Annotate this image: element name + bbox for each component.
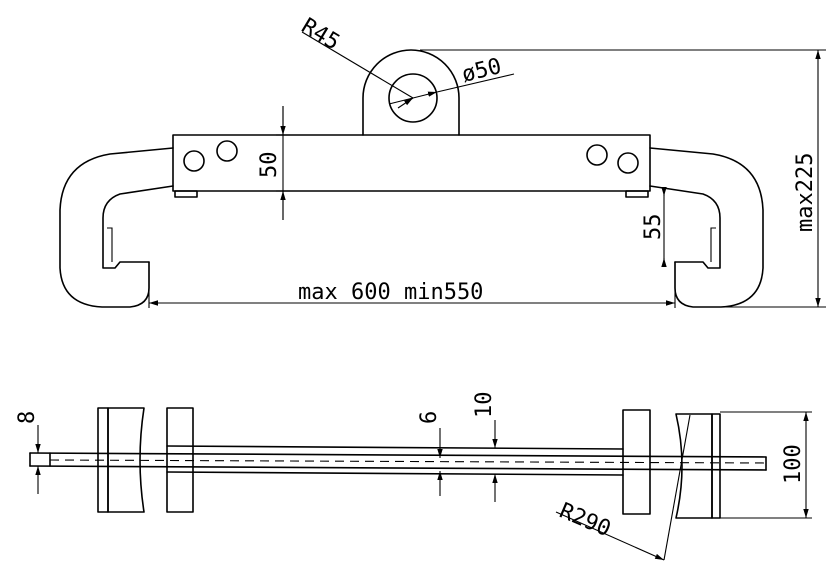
- dim-55: 55: [641, 187, 667, 267]
- side-view: 8 6 10 100 R290: [15, 392, 812, 561]
- bolt-hole: [216, 140, 238, 162]
- dim-10-label: 10: [472, 392, 497, 419]
- left-blocks: [97, 407, 194, 513]
- dim-8-label: 8: [15, 411, 40, 424]
- dim-50: 50: [257, 106, 290, 220]
- right-blocks: [622, 409, 721, 519]
- dim-100: 100: [720, 411, 812, 519]
- dim-max225: max225: [420, 49, 826, 308]
- dim-span: max 600 min550: [148, 262, 676, 308]
- dim-8: 8: [15, 411, 41, 494]
- top-view: R45 ø50 50 55 max225: [59, 14, 826, 308]
- main-beam: [172, 134, 651, 198]
- lifting-eye: [362, 49, 460, 136]
- dim-span-label: max 600 min550: [298, 280, 483, 305]
- dim-max225-label: max225: [793, 153, 818, 232]
- dim-r290-label: R290: [556, 499, 615, 543]
- dim-6-label: 6: [417, 411, 442, 424]
- left-hook: [59, 147, 174, 308]
- bar: [29, 452, 767, 471]
- dim-phi50-label: ø50: [459, 54, 504, 88]
- bolt-hole: [183, 150, 205, 172]
- bolt-hole: [586, 144, 608, 166]
- dim-phi50: ø50: [388, 54, 515, 105]
- eye-hole: [388, 73, 438, 123]
- beam-plate: [166, 445, 624, 476]
- dim-6: 6: [417, 411, 443, 496]
- dim-50-label: 50: [257, 152, 282, 179]
- right-hook: [649, 147, 764, 308]
- dim-r45: R45: [297, 14, 414, 109]
- bolt-hole: [617, 152, 639, 174]
- dim-55-label: 55: [641, 214, 666, 241]
- dim-100-label: 100: [781, 444, 806, 484]
- dim-r45-label: R45: [297, 14, 344, 56]
- dim-10: 10: [472, 392, 498, 502]
